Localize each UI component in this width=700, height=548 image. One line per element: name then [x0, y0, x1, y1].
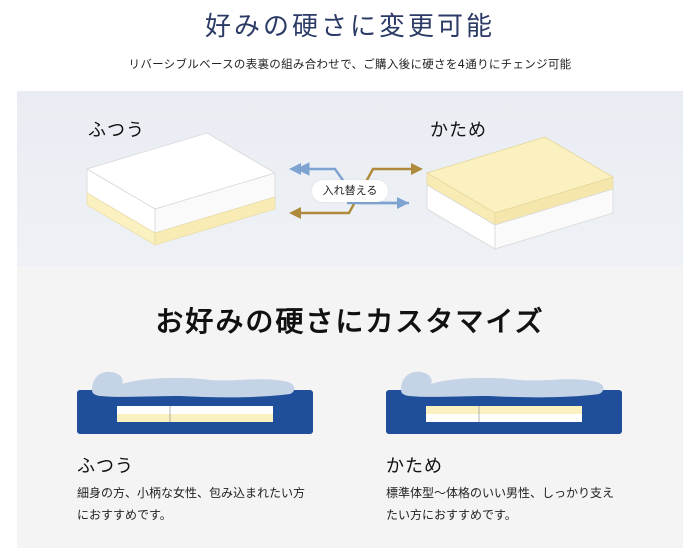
- swap-illustration-band: [17, 91, 683, 266]
- swap-left-label: ふつう: [88, 120, 145, 141]
- sleeper-on-firm-mattress-illustration: [386, 371, 622, 434]
- page-subtitle: リバーシブルベースの表裏の組み合わせで、ご購入後に硬さを4通りにチェンジ可能: [128, 57, 572, 71]
- option-firm-description-line1: 標準体型〜体格のいい男性、しっかり支え: [386, 486, 615, 500]
- customize-title: お好みの硬さにカスタマイズ: [155, 305, 545, 338]
- option-normal-description-line1: 細身の方、小柄な女性、包み込まれたい方: [77, 486, 306, 500]
- option-firm-description: 標準体型〜体格のいい男性、しっかり支え たい方におすすめです。: [386, 482, 676, 526]
- swap-right-label: かため: [430, 120, 487, 141]
- sleeper-illustrations: [77, 371, 622, 434]
- sleeper-on-normal-mattress-illustration: [77, 371, 313, 434]
- option-normal-label: ふつう: [77, 456, 134, 477]
- mattress-firm-illustration: [426, 136, 614, 250]
- swap-illustration: [86, 132, 614, 250]
- option-normal-description: 細身の方、小柄な女性、包み込まれたい方 におすすめです。: [77, 482, 357, 526]
- page-title: 好みの硬さに変更可能: [204, 12, 495, 42]
- swap-badge: 入れ替える: [312, 180, 388, 202]
- option-firm-label: かため: [386, 456, 443, 477]
- option-normal-description-line2: におすすめです。: [77, 508, 172, 522]
- option-firm-description-line2: たい方におすすめです。: [386, 508, 517, 522]
- mattress-normal-illustration: [86, 132, 276, 246]
